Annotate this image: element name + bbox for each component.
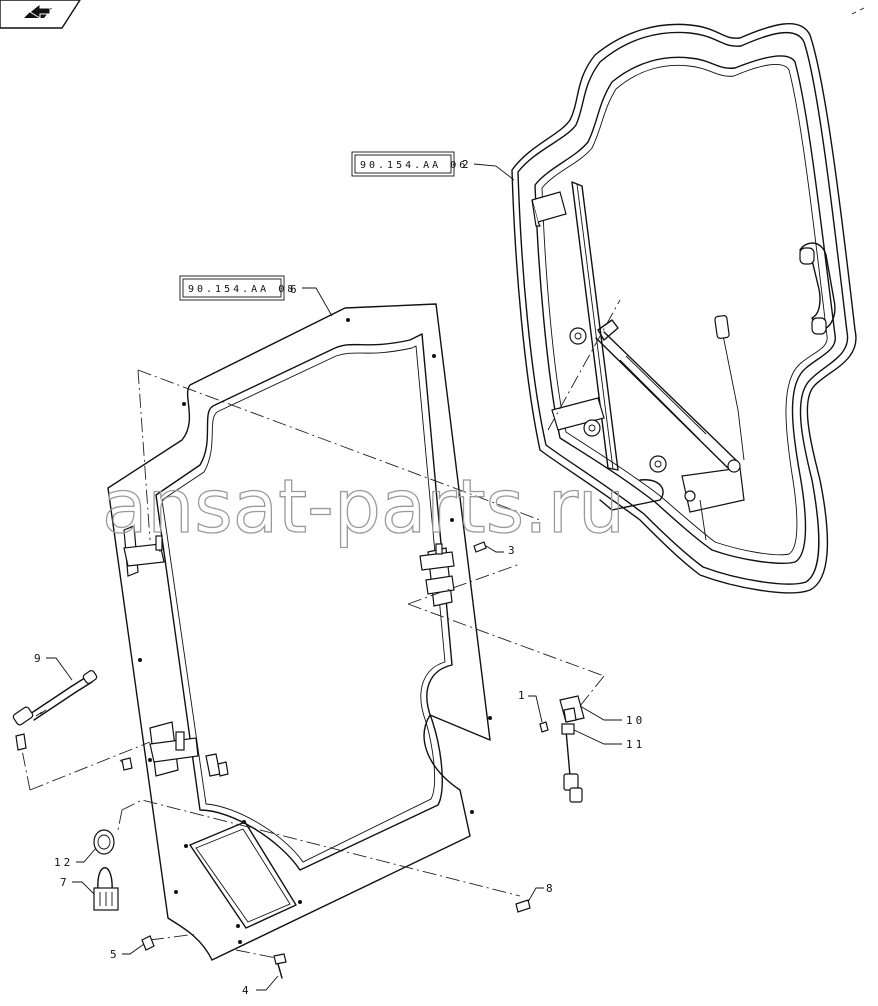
callout-12[interactable]: 12: [54, 847, 97, 869]
callout-3[interactable]: 3: [485, 544, 518, 557]
callout-6[interactable]: 6: [290, 283, 333, 317]
small-parts: [12, 541, 585, 979]
svg-text:6: 6: [290, 283, 300, 296]
callout-4[interactable]: 4: [242, 975, 279, 997]
watermark: ansat-parts.ru: [102, 464, 625, 550]
svg-text:1: 1: [518, 689, 528, 702]
corner-mark: [851, 7, 865, 15]
svg-text:3: 3: [508, 544, 518, 557]
bolt-3: [473, 541, 487, 553]
reference-box-door-frame[interactable]: 90.154.AA 08: [179, 275, 296, 301]
callout-11[interactable]: 11: [573, 729, 645, 751]
callout-1[interactable]: 1: [518, 689, 543, 723]
callout-7[interactable]: 7: [60, 876, 95, 895]
lanyard: [93, 867, 119, 911]
reference-text: 90.154.AA 06: [360, 160, 468, 171]
svg-text:2: 2: [462, 158, 472, 171]
rubber-cap: [93, 829, 115, 855]
svg-text:12: 12: [54, 856, 73, 869]
svg-text:8: 8: [546, 882, 556, 895]
folder-arrow-icon: [24, 2, 52, 19]
svg-text:11: 11: [626, 738, 645, 751]
svg-text:10: 10: [626, 714, 645, 727]
callout-5[interactable]: 5: [110, 943, 145, 961]
assembly-lines: [21, 299, 621, 959]
strut-end-fitting: [15, 733, 27, 751]
bolt-8: [515, 899, 531, 913]
svg-text:9: 9: [34, 652, 44, 665]
gas-strut: [12, 670, 98, 726]
callout-2[interactable]: 2: [462, 158, 515, 181]
callout-9[interactable]: 9: [34, 652, 73, 681]
reference-text: 90.154.AA 08: [188, 284, 296, 295]
door-frame: [107, 303, 492, 961]
nav-tab[interactable]: [0, 0, 81, 29]
latch-rod: [561, 723, 583, 803]
callout-10[interactable]: 10: [579, 705, 645, 727]
callout-8[interactable]: 8: [527, 882, 556, 903]
reference-box-door-glass[interactable]: 90.154.AA 06: [351, 151, 468, 177]
svg-text:7: 7: [60, 876, 70, 889]
svg-text:5: 5: [110, 948, 120, 961]
svg-text:4: 4: [242, 984, 252, 997]
bolt-4: [273, 953, 287, 979]
door-assembly: [511, 22, 857, 594]
nut-5: [141, 935, 155, 951]
callouts: 2 6 3 9 1 10 11 12: [34, 158, 645, 997]
screw-1: [539, 721, 549, 733]
